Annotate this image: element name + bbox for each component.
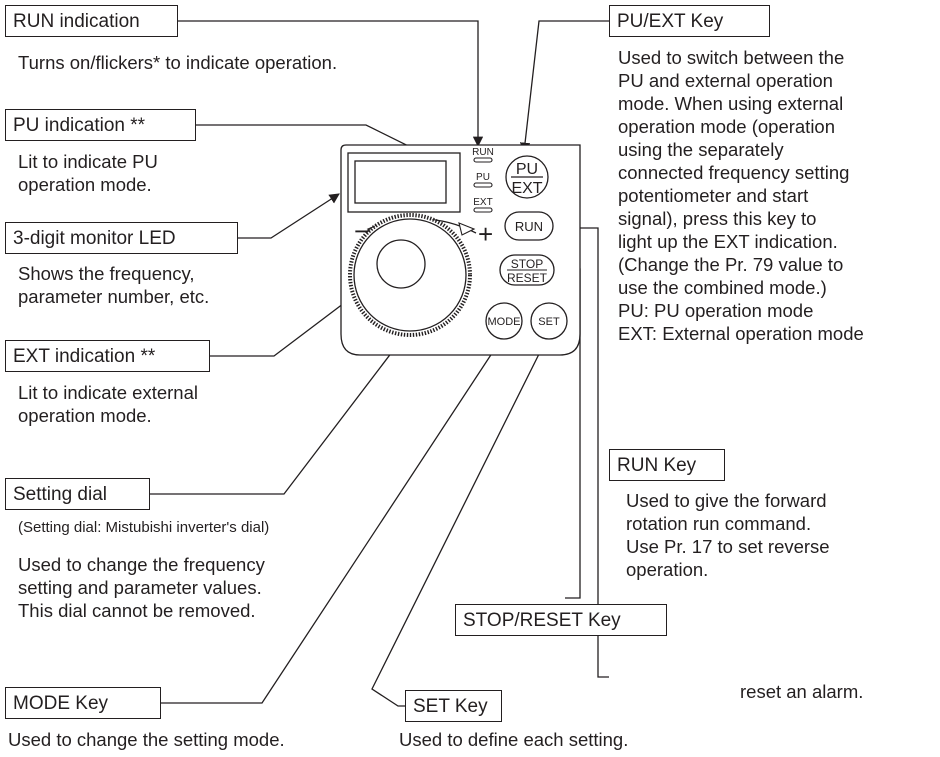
ext-indication-label: EXT indication ** <box>5 340 210 372</box>
leader-monitor-led <box>238 193 340 239</box>
run-key-label-box-visible: RUN Key <box>609 449 725 481</box>
run-indicator-led <box>473 157 493 163</box>
leader-set-key <box>371 337 548 707</box>
leader-setting-dial <box>150 330 409 495</box>
stop-reset-key-description: reset an alarm. <box>740 681 864 702</box>
mode-key-description: Used to change the setting mode. <box>8 729 285 750</box>
monitor-led-description: Shows the frequency, parameter number, e… <box>18 263 210 307</box>
set-key-body[interactable] <box>530 302 568 340</box>
setting-dial-center <box>376 239 426 289</box>
leader-pu-ext-key <box>519 20 609 154</box>
pu-ext-key[interactable]: PU EXT <box>505 155 549 199</box>
mode-key[interactable]: MODE <box>485 302 523 340</box>
pu-indication-label: PU indication ** <box>5 109 196 141</box>
mode-key-body[interactable] <box>485 302 523 340</box>
ext-indicator-led <box>473 207 493 213</box>
stop-reset-key-top-label: STOP <box>511 257 543 271</box>
run-indicator-label: RUN <box>472 147 494 158</box>
run-indication-label: RUN indication <box>5 5 178 37</box>
ext-indicator-label: EXT <box>473 197 492 208</box>
pu-indicator-led <box>473 182 493 188</box>
mode-key-label: MODE <box>488 316 521 328</box>
operation-panel: RUN PU EXT − + PU EXT RUN STOP RESET <box>340 144 581 356</box>
dial-arc-arrow-right <box>458 222 476 236</box>
stop-reset-key-bottom-label: RESET <box>507 271 548 285</box>
leader-run-indication <box>178 20 484 148</box>
monitor-led-window <box>354 160 447 204</box>
ext-indication-description: Lit to indicate external operation mode. <box>18 382 198 426</box>
run-key-label: RUN <box>515 219 543 234</box>
pu-indicator-label: PU <box>476 172 490 183</box>
set-key[interactable]: SET <box>530 302 568 340</box>
set-key-label: SET <box>538 316 560 328</box>
monitor-led-label: 3-digit monitor LED <box>5 222 238 254</box>
pu-ext-key-bottom-label: EXT <box>511 180 542 197</box>
leader-mode-key <box>161 337 503 704</box>
dial-plus-sign: + <box>478 219 493 249</box>
pu-indication-description: Lit to indicate PU operation mode. <box>18 151 158 195</box>
set-key-description: Used to define each setting. <box>399 729 629 750</box>
run-key[interactable]: RUN <box>504 211 554 241</box>
stop-reset-key[interactable]: STOP RESET <box>499 254 555 286</box>
setting-dial-note: (Setting dial: Mistubishi inverter's dia… <box>18 519 270 536</box>
run-key-body[interactable] <box>504 211 554 241</box>
setting-dial-label: Setting dial <box>5 478 150 510</box>
pu-ext-key-description: Used to switch between the PU and extern… <box>618 47 864 344</box>
stop-reset-key-label-box: STOP/RESET Key <box>455 604 667 636</box>
pu-ext-key-top-label: PU <box>516 161 538 178</box>
setting-dial-description: Used to change the frequency setting and… <box>18 554 265 621</box>
set-key-label-box: SET Key <box>405 690 502 722</box>
run-key-description: Used to give the forward rotation run co… <box>626 490 830 580</box>
pu-ext-key-label-box: PU/EXT Key <box>609 5 770 37</box>
mode-key-label-box: MODE Key <box>5 687 161 719</box>
run-indication-description: Turns on/flickers* to indicate operation… <box>18 52 338 73</box>
leader-run-key <box>562 222 609 678</box>
